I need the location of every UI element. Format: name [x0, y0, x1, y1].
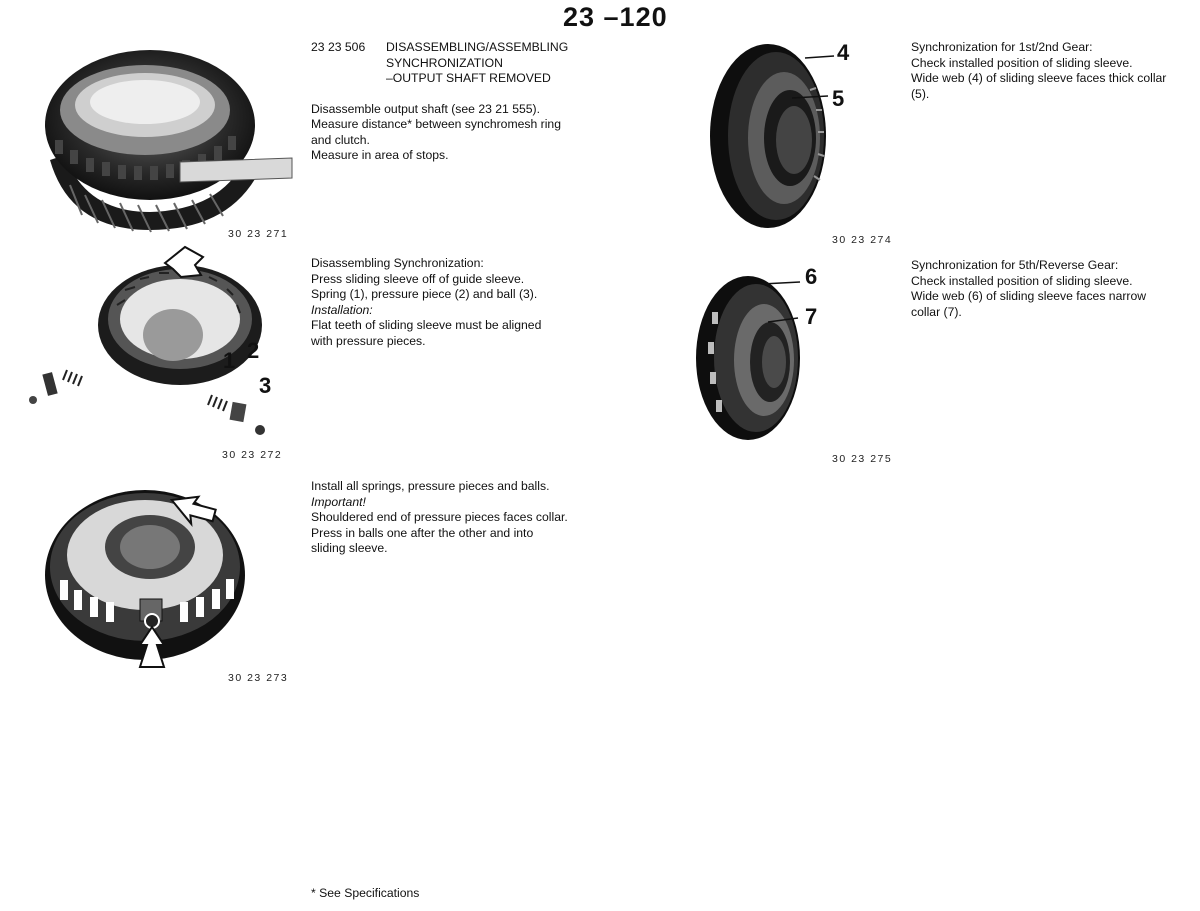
instruction-line: Disassemble output shaft (see 23 21 555)…: [311, 101, 540, 116]
instruction-line: Wide web (4) of sliding sleeve faces thi…: [911, 71, 1167, 85]
instruction-line: Install all springs, pressure pieces and…: [311, 479, 550, 493]
figure-number: 30 23 274: [832, 234, 893, 246]
instruction-line: Check installed position of sliding slee…: [911, 273, 1133, 288]
section-sync-1st-2nd-gear: Synchronization for 1st/2nd Gear: Check …: [911, 40, 1166, 102]
instruction-line: Wide web (6) of sliding sleeve faces nar…: [911, 289, 1147, 303]
section-disassembling-synchronization: Disassembling Synchronization: Press sli…: [311, 256, 541, 349]
section-heading: Disassembling Synchronization:: [311, 256, 484, 270]
section-disassembling-assembling: 23 23 506 DISASSEMBLING/ASSEMBLING SYNCH…: [311, 40, 568, 164]
section-title: SYNCHRONIZATION: [386, 55, 503, 70]
callout-spring: 1: [223, 348, 236, 373]
figure-synchronizer-parts: [29, 245, 265, 435]
figure-number: 30 23 273: [228, 672, 289, 684]
installation-label: Installation:: [311, 302, 373, 317]
instruction-line: (5).: [911, 86, 930, 101]
instruction-line: Measure distance* between synchromesh ri…: [311, 117, 561, 131]
section-title: DISASSEMBLING/ASSEMBLING: [386, 40, 569, 54]
callout-wide-web: 6: [805, 264, 818, 289]
callout-pressure-piece: 2: [247, 338, 260, 363]
instruction-line: collar (7).: [911, 304, 962, 319]
figure-gear-feeler-gauge: [45, 50, 293, 233]
instruction-line: Spring (1), pressure piece (2) and ball …: [311, 287, 538, 301]
section-heading: Synchronization for 1st/2nd Gear:: [911, 40, 1093, 54]
footnote: * See Specifications: [311, 886, 420, 900]
instruction-line: Press sliding sleeve off of guide sleeve…: [311, 271, 525, 286]
repair-code: 23 23 506: [311, 40, 366, 54]
important-label: Important!: [311, 494, 366, 509]
figure-number: 30 23 271: [228, 228, 289, 240]
callout-wide-web: 4: [837, 40, 850, 65]
section-sync-5th-reverse-gear: Synchronization for 5th/Reverse Gear: Ch…: [911, 258, 1146, 320]
instruction-line: Measure in area of stops.: [311, 148, 449, 162]
section-heading: Synchronization for 5th/Reverse Gear:: [911, 258, 1119, 272]
figure-synchronizer-1st-2nd: [710, 44, 835, 228]
instruction-line: with pressure pieces.: [311, 333, 426, 348]
callout-narrow-collar: 7: [805, 304, 818, 329]
callout-ball: 3: [259, 373, 272, 398]
instruction-line: and clutch.: [311, 132, 370, 147]
figure-number: 30 23 275: [832, 453, 893, 465]
instruction-line: Shouldered end of pressure pieces faces …: [311, 510, 568, 524]
instruction-line: Check installed position of sliding slee…: [911, 55, 1133, 70]
instruction-line: sliding sleeve.: [311, 541, 388, 555]
figure-assembled-synchronizer: [45, 490, 245, 668]
section-title: –OUTPUT SHAFT REMOVED: [386, 71, 551, 85]
page-number: 23 –120: [563, 2, 668, 32]
section-install-springs: Install all springs, pressure pieces and…: [311, 479, 568, 557]
instruction-line: Flat teeth of sliding sleeve must be ali…: [311, 318, 542, 332]
instruction-line: Press in balls one after the other and i…: [311, 525, 534, 540]
figure-number: 30 23 272: [222, 449, 283, 461]
figure-synchronizer-5th-reverse: [696, 276, 801, 440]
callout-thick-collar: 5: [832, 86, 845, 111]
